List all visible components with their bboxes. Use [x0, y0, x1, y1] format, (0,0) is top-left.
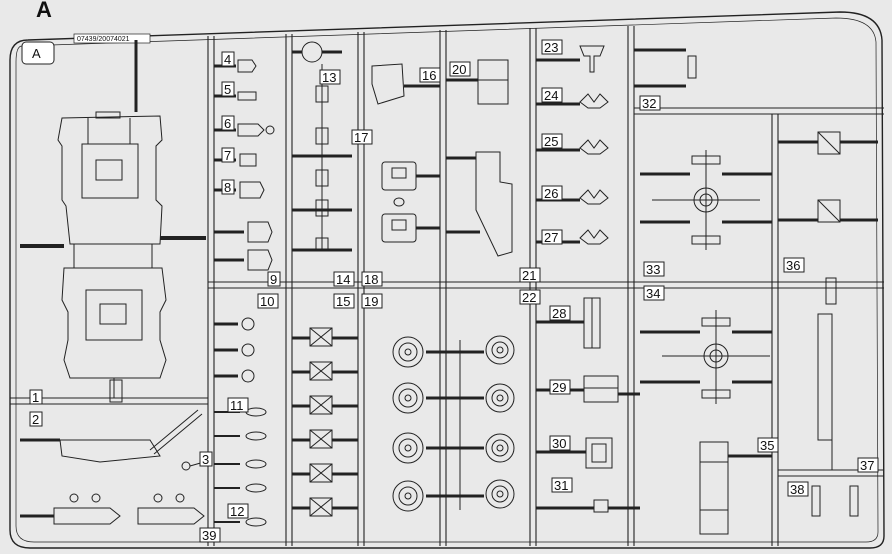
chassis-frame-part: [20, 40, 206, 403]
part-number: 35: [760, 438, 774, 453]
box-part-35: [699, 441, 772, 535]
part-label-34: 34: [643, 285, 665, 301]
part-number: 19: [364, 294, 378, 309]
part-number: 13: [322, 70, 336, 85]
part-label-3: 3: [199, 451, 213, 467]
frame-tag: A: [21, 41, 55, 65]
part-number: 20: [452, 62, 466, 77]
sheet-letter: A: [36, 0, 52, 22]
part-number: 29: [552, 380, 566, 395]
part-label-11: 11: [227, 397, 249, 413]
sprue-frame: [9, 11, 885, 549]
part-number: 28: [552, 306, 566, 321]
part-label-13: 13: [319, 69, 341, 85]
part-number-labels: 1234567891011121314151617181920212223242…: [29, 39, 879, 543]
part-label-22: 22: [519, 289, 541, 305]
part-number: 34: [646, 286, 660, 301]
part-number: 4: [224, 52, 231, 67]
part-label-38: 38: [787, 481, 809, 497]
part-code: 07439/20074021: [77, 36, 130, 43]
part-number: 26: [544, 186, 558, 201]
part-label-6: 6: [221, 115, 235, 131]
part-number: 23: [544, 40, 558, 55]
part-label-12: 12: [227, 503, 249, 519]
part-label-29: 29: [549, 379, 571, 395]
part-label-39: 39: [199, 527, 221, 543]
part-number: 21: [522, 268, 536, 283]
part-number: 14: [336, 272, 350, 287]
part-number: 39: [202, 528, 216, 543]
part-label-9: 9: [267, 271, 281, 287]
part-label-14: 14: [333, 271, 355, 287]
part-code-stamp: 07439/20074021: [73, 33, 151, 44]
part-number: 15: [336, 294, 350, 309]
body-parts-16-18: [371, 63, 440, 243]
part-label-17: 17: [351, 129, 373, 145]
part-label-20: 20: [449, 61, 471, 77]
part-number: 31: [554, 478, 568, 493]
part-number: 7: [224, 148, 231, 163]
part-label-5: 5: [221, 81, 235, 97]
part-number: 1: [32, 390, 39, 405]
part-number: 24: [544, 88, 558, 103]
part-label-32: 32: [639, 95, 661, 111]
part-number: 6: [224, 116, 231, 131]
part-label-19: 19: [361, 293, 383, 309]
part-number: 11: [230, 398, 244, 413]
shock-parts-13-17: [292, 41, 352, 252]
bracket-parts-39: [20, 493, 205, 525]
part-number: 25: [544, 134, 558, 149]
part-number: 8: [224, 180, 231, 195]
part-label-28: 28: [549, 305, 571, 321]
part-number: 30: [552, 436, 566, 451]
part-number: 3: [202, 452, 209, 467]
part-number: 37: [860, 458, 874, 473]
part-number: 12: [230, 504, 244, 519]
part-label-26: 26: [541, 185, 563, 201]
part-label-30: 30: [549, 435, 571, 451]
part-number: 18: [364, 272, 378, 287]
part-number: 32: [642, 96, 656, 111]
part-number: 38: [790, 482, 804, 497]
part-number: 5: [224, 82, 231, 97]
part-label-18: 18: [361, 271, 383, 287]
part-number: 16: [422, 68, 436, 83]
wheel-parts-19-22: [392, 335, 515, 512]
part-number: 36: [786, 258, 800, 273]
part-label-10: 10: [257, 293, 279, 309]
part-number: 27: [544, 230, 558, 245]
part-label-2: 2: [29, 411, 43, 427]
part-label-33: 33: [643, 261, 665, 277]
panel-parts-20-21: [446, 59, 513, 257]
part-number: 22: [522, 290, 536, 305]
part-label-37: 37: [857, 457, 879, 473]
link-parts-15: [292, 327, 358, 517]
part-number: 9: [270, 272, 277, 287]
runners: [10, 26, 884, 546]
bar-part-2: [20, 409, 205, 471]
part-label-23: 23: [541, 39, 563, 55]
part-label-31: 31: [551, 477, 573, 493]
part-label-4: 4: [221, 51, 235, 67]
part-label-15: 15: [333, 293, 355, 309]
part-label-21: 21: [519, 267, 541, 283]
part-label-35: 35: [757, 437, 779, 453]
frame-tag-letter: A: [32, 46, 41, 61]
part-label-27: 27: [541, 229, 563, 245]
parts-36-38: [778, 131, 878, 517]
part-number: 33: [646, 262, 660, 277]
part-label-1: 1: [29, 389, 43, 405]
part-label-36: 36: [783, 257, 805, 273]
part-label-7: 7: [221, 147, 235, 163]
part-label-24: 24: [541, 87, 563, 103]
part-number: 2: [32, 412, 39, 427]
part-label-25: 25: [541, 133, 563, 149]
part-label-16: 16: [419, 67, 441, 83]
part-label-8: 8: [221, 179, 235, 195]
part-number: 10: [260, 294, 274, 309]
part-number: 17: [354, 130, 368, 145]
axle-parts-32-34: [634, 48, 772, 404]
